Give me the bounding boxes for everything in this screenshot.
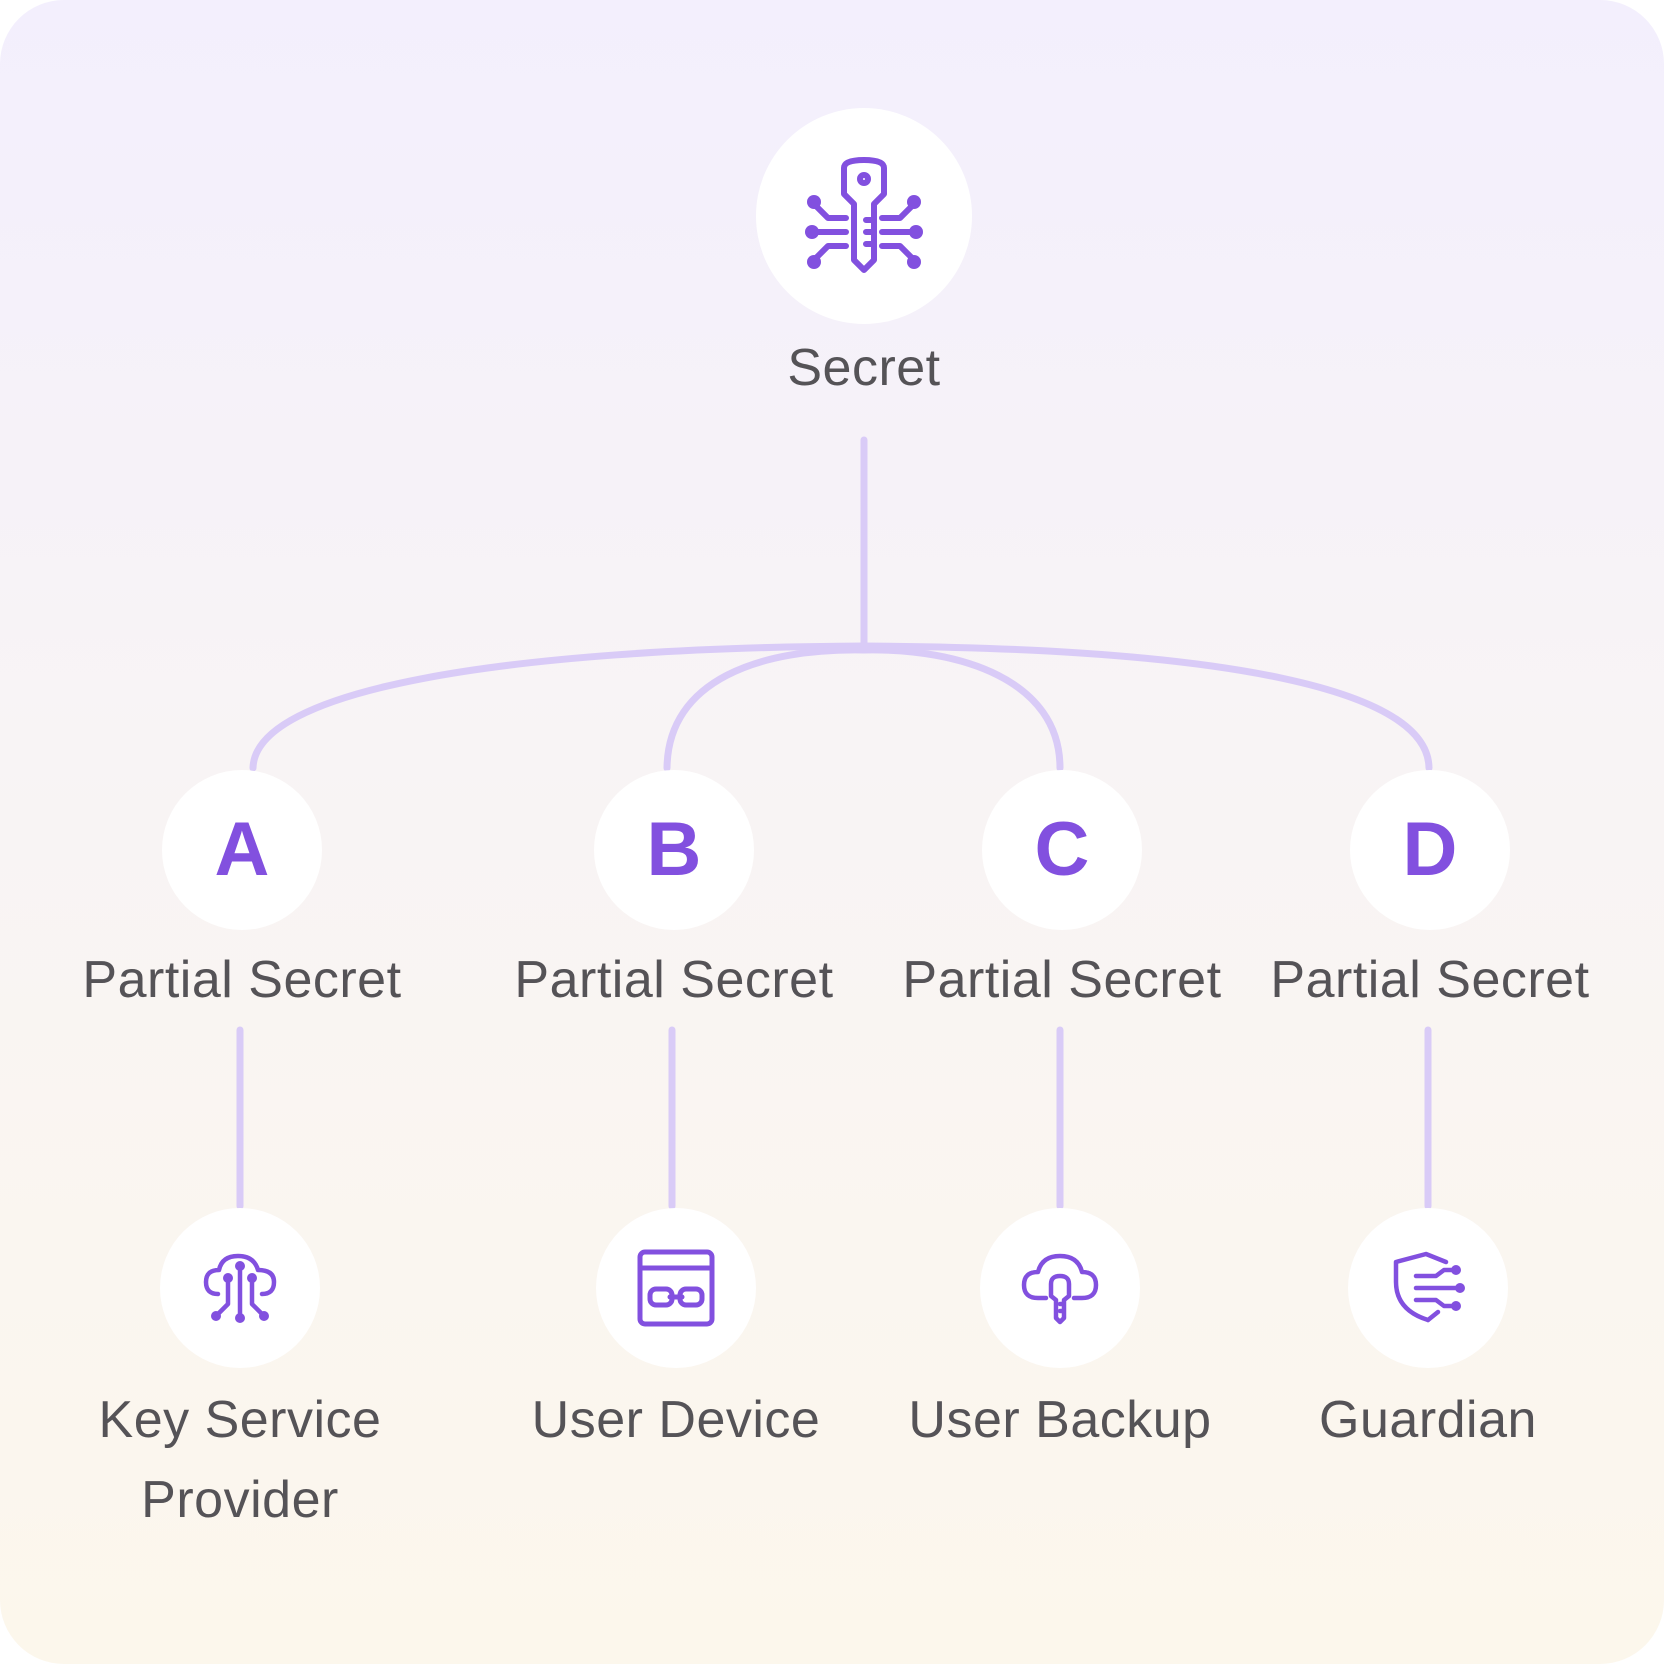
- share-letter: B: [646, 807, 702, 892]
- holder-node-key-service-provider: [160, 1208, 320, 1368]
- share-label: Partial Secret: [514, 951, 834, 1009]
- share-label: Partial Secret: [1270, 951, 1590, 1009]
- holder-label: User Backup: [908, 1391, 1212, 1449]
- share-label: Partial Secret: [902, 951, 1222, 1009]
- connector-to-d: [860, 642, 1433, 772]
- share-letter: D: [1402, 807, 1458, 892]
- holder-label: Key Service Provider: [98, 1391, 382, 1529]
- connector-to-c: [860, 646, 1064, 772]
- holder-node-user-backup: [980, 1208, 1140, 1368]
- share-node-a: A: [162, 770, 322, 930]
- root-node: [756, 108, 972, 324]
- share-letter: C: [1034, 807, 1090, 892]
- holder-label: User Device: [531, 1391, 821, 1449]
- cloud-key-icon: [1021, 1253, 1099, 1325]
- connector-to-a: [249, 642, 868, 772]
- share-node-b: B: [594, 770, 754, 930]
- share-node-c: C: [982, 770, 1142, 930]
- share-letter: A: [214, 807, 270, 892]
- share-node-d: D: [1350, 770, 1510, 930]
- share-label: Partial Secret: [82, 951, 402, 1009]
- cloud-circuit-icon: [203, 1253, 277, 1323]
- device-link-icon: [637, 1249, 715, 1327]
- holder-node-user-device: [596, 1208, 756, 1368]
- key-circuit-icon: [805, 157, 923, 273]
- holder-label: Guardian: [1319, 1391, 1537, 1449]
- connector-to-b: [663, 646, 868, 772]
- shield-circuit-icon: [1393, 1251, 1465, 1323]
- root-label: Secret: [787, 339, 941, 397]
- holder-node-guardian: [1348, 1208, 1508, 1368]
